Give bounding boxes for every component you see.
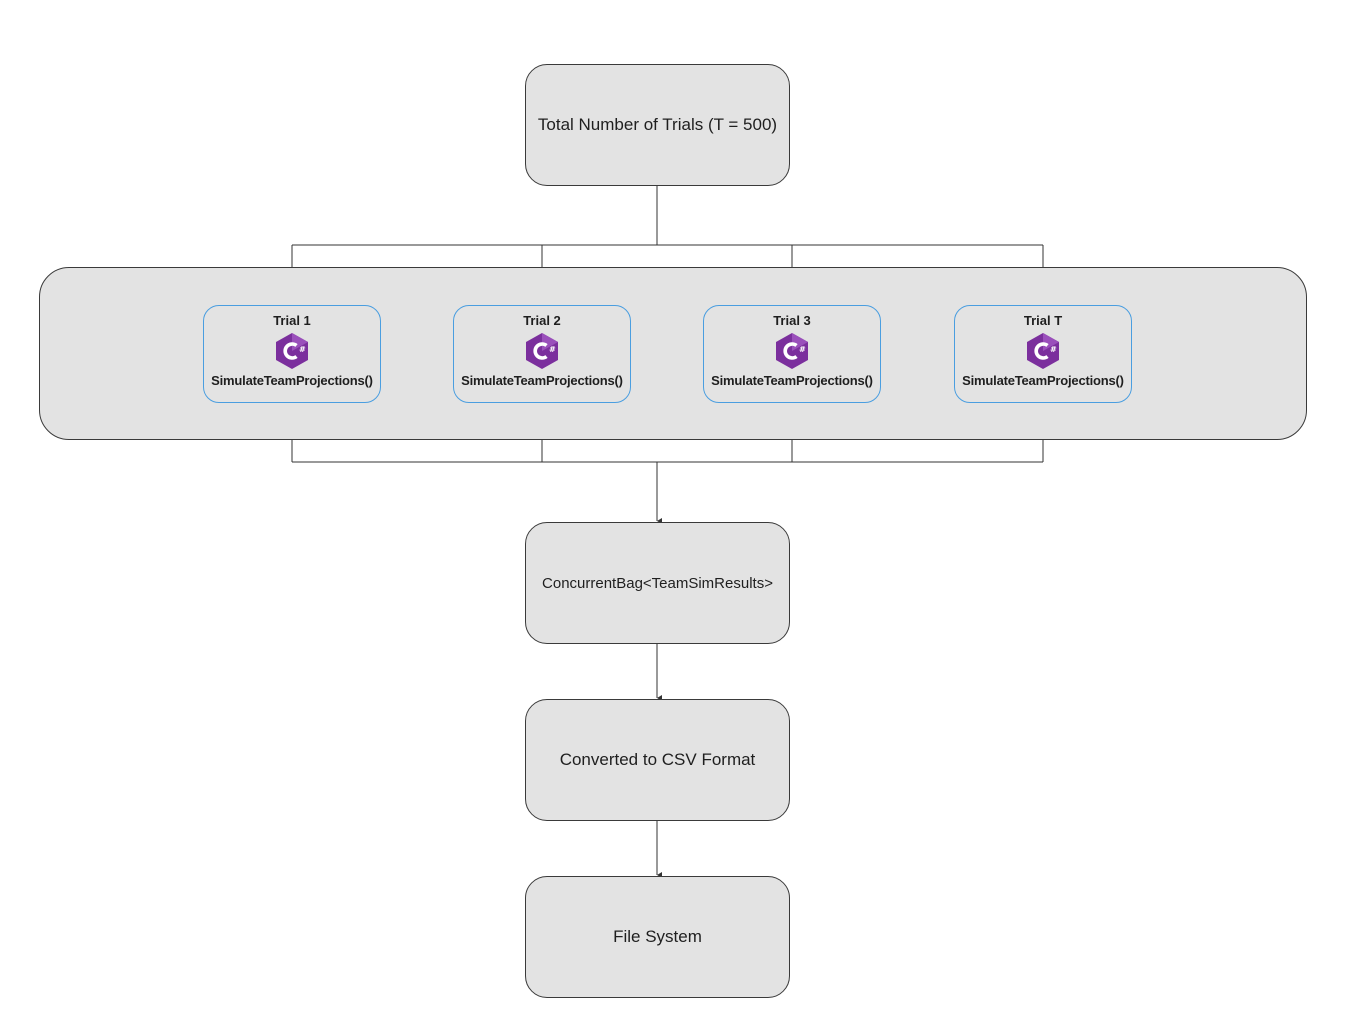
svg-text:#: # [299, 345, 306, 354]
trial-function: SimulateTeamProjections() [461, 373, 623, 388]
trial-card-3: Trial 3 # SimulateTeamProjections() [703, 305, 881, 403]
trial-title: Trial 2 [523, 313, 561, 328]
csharp-icon: # [1027, 333, 1059, 369]
csharp-icon: # [276, 333, 308, 369]
trial-function: SimulateTeamProjections() [211, 373, 373, 388]
csv-format-box: Converted to CSV Format [525, 699, 790, 821]
svg-text:#: # [549, 345, 556, 354]
trial-title: Trial 3 [773, 313, 811, 328]
trial-title: Trial 1 [273, 313, 311, 328]
concurrent-bag-box: ConcurrentBag<TeamSimResults> [525, 522, 790, 644]
total-trials-box: Total Number of Trials (T = 500) [525, 64, 790, 186]
trial-card-2: Trial 2 # SimulateTeamProjections() [453, 305, 631, 403]
trial-function: SimulateTeamProjections() [711, 373, 873, 388]
svg-text:#: # [799, 345, 806, 354]
concurrent-bag-label: ConcurrentBag<TeamSimResults> [542, 574, 773, 592]
trial-card-T: Trial T # SimulateTeamProjections() [954, 305, 1132, 403]
file-system-label: File System [613, 927, 702, 946]
trial-title: Trial T [1023, 313, 1063, 328]
file-system-box: File System [525, 876, 790, 998]
trial-function: SimulateTeamProjections() [962, 373, 1124, 388]
csharp-icon: # [526, 333, 558, 369]
svg-text:#: # [1050, 345, 1057, 354]
csharp-icon: # [776, 333, 808, 369]
csv-format-label: Converted to CSV Format [559, 750, 756, 769]
trial-card-1: Trial 1 # SimulateTeamProjections() [203, 305, 381, 403]
total-trials-label: Total Number of Trials (T = 500) [537, 115, 778, 134]
